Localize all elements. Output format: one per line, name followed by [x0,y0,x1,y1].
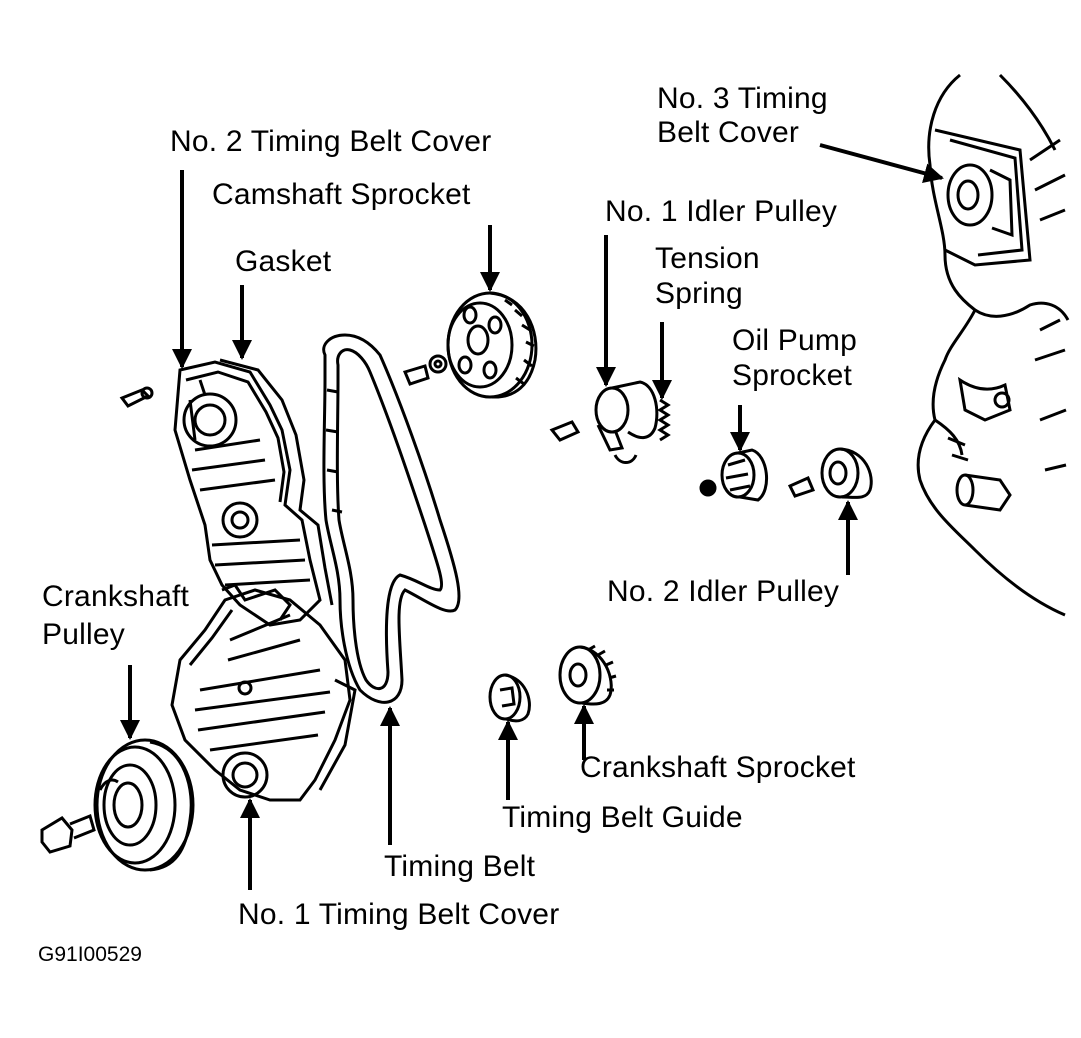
no1-idler-pulley-part [549,380,671,464]
crankshaft-sprocket-part [558,644,617,706]
timing-belt-part [322,333,461,704]
figure-code: G91I00529 [38,943,142,966]
no2-idler-pulley-part [787,447,873,499]
label-crank-pulley-line2: Pulley [42,618,125,651]
label-gasket: Gasket [235,245,332,278]
label-camshaft-sprocket: Camshaft Sprocket [212,178,471,211]
label-no3-cover-line2: Belt Cover [657,116,800,149]
no2-timing-belt-cover-part [119,358,334,627]
label-no3-cover-line1: No. 3 Timing [657,82,828,115]
label-no1-idler: No. 1 Idler Pulley [605,195,838,228]
label-belt-guide: Timing Belt Guide [502,801,743,834]
crankshaft-pulley-part [40,738,195,872]
label-oil-pump-line1: Oil Pump [732,324,857,357]
engine-block [916,73,1070,617]
label-timing-belt: Timing Belt [384,850,536,883]
leader-arrows [120,143,944,890]
arrow-no3-cover [819,143,944,183]
no1-timing-belt-cover-part [170,583,357,802]
label-no2-cover: No. 2 Timing Belt Cover [170,125,492,158]
label-no2-idler: No. 2 Idler Pulley [607,575,840,608]
label-oil-pump-line2: Sprocket [732,359,852,392]
label-tension-spring-line1: Tension [655,242,760,275]
label-crank-sprocket: Crankshaft Sprocket [580,751,856,784]
label-crank-pulley-line1: Crankshaft [42,580,190,613]
label-tension-spring-line2: Spring [655,277,743,310]
camshaft-sprocket-part [402,291,538,399]
label-no1-cover: No. 1 Timing Belt Cover [238,898,560,931]
timing-belt-guide-part [488,673,531,723]
oil-pump-sprocket-part [699,448,769,502]
